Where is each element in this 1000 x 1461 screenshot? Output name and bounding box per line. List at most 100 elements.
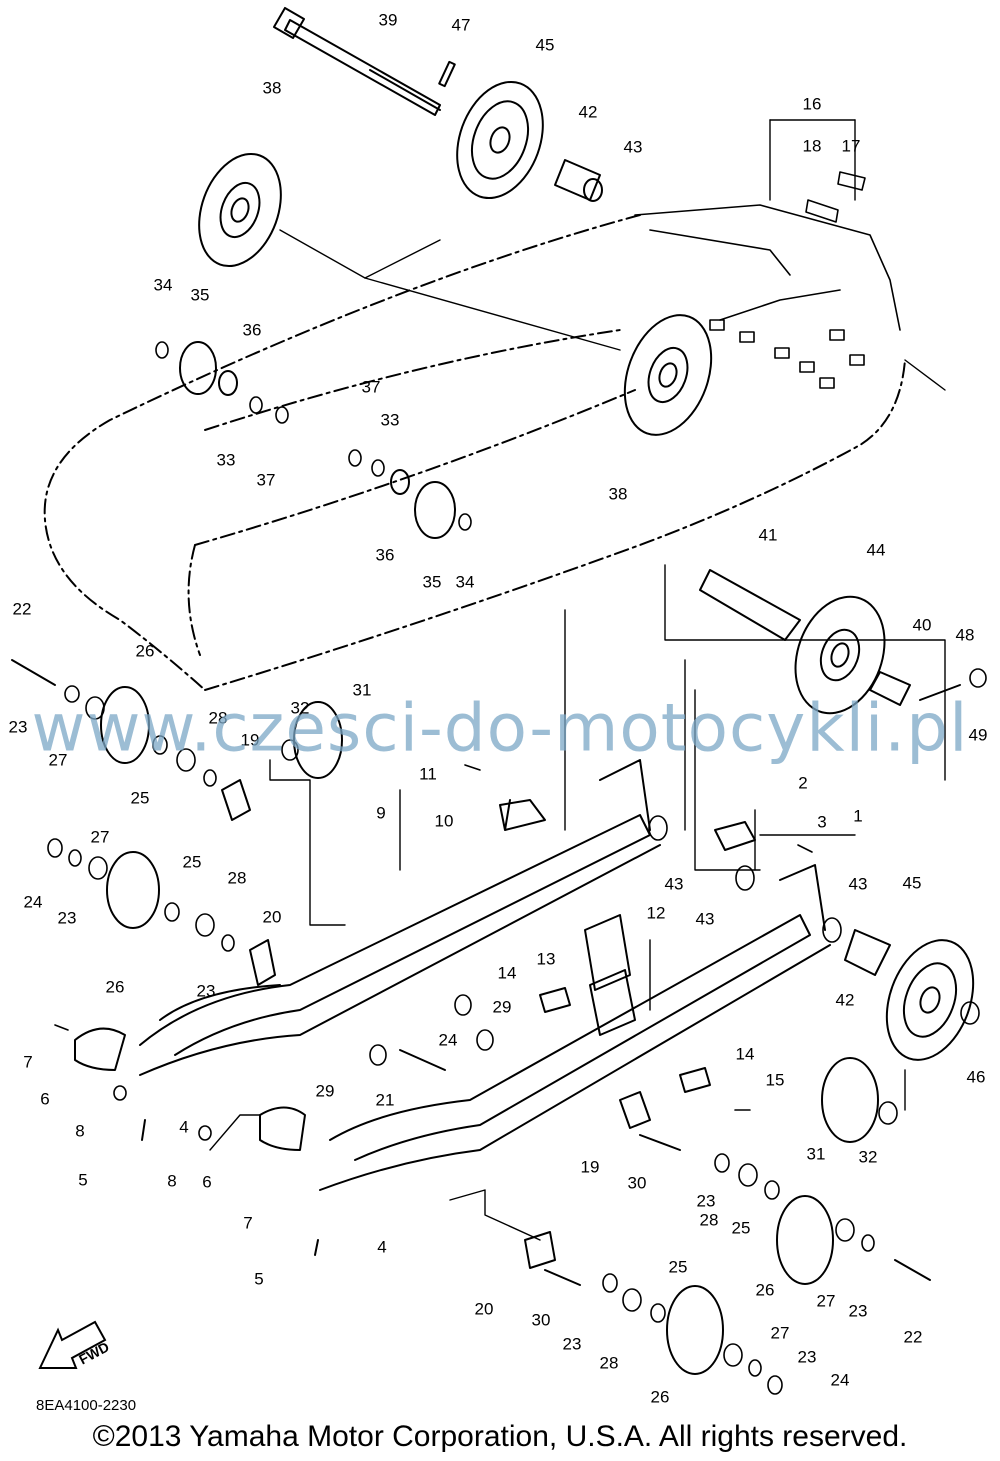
part-label-33: 33: [216, 450, 236, 470]
part-label-20: 20: [474, 1299, 494, 1319]
part-label-23: 23: [57, 908, 77, 928]
pin-47: [438, 60, 456, 88]
part-label-34: 34: [455, 572, 475, 592]
bearing-36-mid: [390, 469, 410, 495]
part-label-6: 6: [202, 1172, 212, 1192]
part-label-1: 1: [853, 806, 863, 826]
part-label-30: 30: [627, 1173, 647, 1193]
arm-20-left: [249, 939, 276, 986]
idler-wheel-38-top: [198, 152, 282, 268]
part-label-25: 25: [182, 852, 202, 872]
part-label-49: 49: [968, 725, 988, 745]
idler-wheel-38-mid: [623, 314, 713, 436]
part-label-26: 26: [755, 1280, 775, 1300]
bolts: [11, 659, 961, 1286]
washers-and-nuts: [47, 171, 987, 1395]
block-12: [584, 914, 631, 991]
part-label-31: 31: [806, 1144, 826, 1164]
wheel-35-mid: [414, 481, 456, 539]
part-label-23: 23: [8, 717, 28, 737]
part-label-11: 11: [419, 764, 437, 784]
part-label-23: 23: [196, 981, 216, 1001]
part-label-38: 38: [262, 78, 282, 98]
part-label-8: 8: [75, 1121, 85, 1141]
wheel-31-lower: [821, 1057, 879, 1143]
part-label-29: 29: [315, 1081, 335, 1101]
part-label-24: 24: [23, 892, 43, 912]
part-label-5: 5: [78, 1170, 88, 1190]
part-label-19: 19: [240, 730, 260, 750]
part-label-37: 37: [361, 377, 381, 397]
shaft-41: [699, 569, 801, 641]
part-label-45: 45: [535, 35, 555, 55]
part-label-48: 48: [955, 625, 975, 645]
part-label-45: 45: [902, 873, 922, 893]
part-label-15: 15: [765, 1070, 785, 1090]
part-label-36: 36: [375, 545, 395, 565]
part-label-32: 32: [858, 1147, 878, 1167]
part-label-42: 42: [578, 102, 598, 122]
wheel-26-lower-right: [776, 1195, 834, 1285]
bracket-2: [714, 821, 756, 851]
part-label-14: 14: [497, 963, 517, 983]
part-label-23: 23: [797, 1347, 817, 1367]
part-label-32: 32: [290, 698, 310, 718]
watermark-text: www.czesci-do-motocykli.pl: [31, 689, 969, 767]
guide-6-right: [259, 1106, 306, 1151]
part-label-19: 19: [580, 1157, 600, 1177]
arm-20-right: [524, 1231, 556, 1269]
part-label-29: 29: [492, 997, 512, 1017]
part-label-23: 23: [696, 1191, 716, 1211]
guide-6-left: [74, 1027, 126, 1071]
part-label-23: 23: [562, 1334, 582, 1354]
slide-rail-left: [139, 759, 661, 1076]
part-label-28: 28: [227, 868, 247, 888]
shaft-39: [272, 6, 441, 116]
part-label-5: 5: [254, 1269, 264, 1289]
wheel-35-left: [179, 341, 217, 395]
part-label-20: 20: [262, 907, 282, 927]
part-label-39: 39: [378, 10, 398, 30]
part-label-28: 28: [699, 1210, 719, 1230]
part-label-16: 16: [802, 94, 822, 114]
part-label-27: 27: [770, 1323, 790, 1343]
part-label-43: 43: [848, 874, 868, 894]
part-label-6: 6: [40, 1089, 50, 1109]
part-label-25: 25: [668, 1257, 688, 1277]
part-label-25: 25: [130, 788, 150, 808]
part-label-17: 17: [841, 136, 861, 156]
washer-43-top: [583, 178, 603, 202]
part-label-2: 2: [798, 773, 808, 793]
wheel-31-upper: [293, 701, 343, 779]
leader-lines: [209, 119, 946, 1241]
part-label-28: 28: [599, 1353, 619, 1373]
block-13: [589, 969, 636, 1036]
part-label-4: 4: [179, 1117, 189, 1137]
part-label-26: 26: [650, 1387, 670, 1407]
part-label-12: 12: [646, 903, 666, 923]
wheel-26-upper-left: [100, 686, 150, 764]
track-lugs: [634, 204, 901, 389]
part-label-40: 40: [912, 615, 932, 635]
part-label-44: 44: [866, 540, 886, 560]
idler-wheel-45-top: [456, 80, 544, 200]
part-label-27: 27: [48, 750, 68, 770]
part-label-26: 26: [105, 977, 125, 997]
track-belt-outline: [43, 214, 906, 691]
part-label-24: 24: [438, 1030, 458, 1050]
arm-19-right: [619, 1091, 651, 1129]
part-label-46: 46: [966, 1067, 986, 1087]
part-label-43: 43: [623, 137, 643, 157]
part-label-38: 38: [608, 484, 628, 504]
part-label-28: 28: [208, 708, 228, 728]
part-label-21: 21: [375, 1090, 395, 1110]
slide-rail-right: [319, 864, 831, 1191]
part-label-7: 7: [23, 1052, 33, 1072]
part-label-35: 35: [422, 572, 442, 592]
part-label-18: 18: [802, 136, 822, 156]
collar-42-right: [844, 929, 891, 976]
part-label-30: 30: [531, 1310, 551, 1330]
part-label-47: 47: [451, 15, 471, 35]
